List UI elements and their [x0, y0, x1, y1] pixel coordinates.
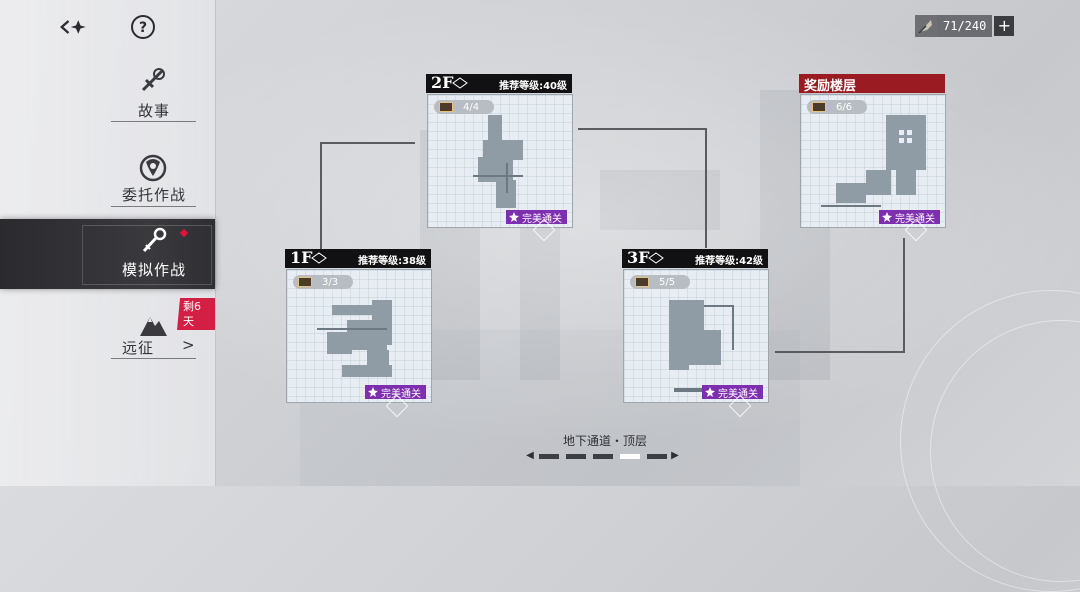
star-emblem-icon	[509, 212, 519, 222]
perfect-clear-label: 完美通关	[381, 388, 421, 400]
floor-card-1f[interactable]: 1F 推荐等级:38级 3/3 完美通关	[285, 248, 432, 405]
sidebar-item-label: 模拟作战	[121, 261, 186, 279]
perfect-clear-badge: 完美通关	[365, 385, 426, 400]
page-dot[interactable]	[538, 453, 559, 459]
perfect-clear-label: 完美通关	[895, 213, 935, 225]
sidebar-item-label: 故事	[137, 102, 170, 120]
diamond-deco-icon	[311, 252, 327, 264]
floor-card-3f[interactable]: 3F 推荐等级:42级 5/5 完美通关	[622, 248, 769, 405]
floor-header: 1F 推荐等级:38级	[285, 248, 431, 268]
progress-pill: 4/4	[434, 100, 494, 114]
diamond-deco-icon	[648, 252, 664, 264]
floor-map: 5/5 完美通关	[623, 269, 769, 403]
star-emblem-icon	[368, 387, 378, 397]
sidebar-item-simulation[interactable]: 模拟作战	[0, 219, 215, 289]
page-dot[interactable]	[565, 453, 586, 459]
stamina-counter: 71/240 +	[915, 15, 1015, 37]
chevron-right-icon: >	[182, 336, 195, 354]
page-dot[interactable]	[592, 453, 613, 459]
stamina-feather-icon	[915, 15, 937, 37]
divider	[111, 358, 196, 359]
svg-text:?: ?	[139, 20, 147, 36]
progress-count: 3/3	[322, 276, 339, 288]
active-frame	[82, 225, 212, 285]
floor-header: 2F 推荐等级:40级	[426, 73, 572, 93]
perfect-clear-badge: 完美通关	[879, 210, 940, 225]
add-stamina-button[interactable]: +	[994, 16, 1015, 36]
help-icon[interactable]: ?	[128, 12, 158, 42]
star-emblem-icon	[882, 212, 892, 222]
prev-page-icon[interactable]: ◀	[526, 450, 534, 461]
sidebar-item-story[interactable]: 故事	[0, 58, 215, 128]
chest-icon	[298, 277, 312, 287]
recommended-level: 推荐等级:42级	[695, 256, 763, 267]
floor-id: 3F	[627, 248, 650, 267]
sidebar-item-commission[interactable]: 委托作战	[0, 146, 215, 216]
wrench-icon	[138, 225, 170, 257]
sidebar-item-label: 委托作战	[121, 186, 186, 204]
floor-card-reward[interactable]: 奖励楼层 6/6 完美通关	[799, 74, 946, 230]
page-indicator: ◀ ▶	[525, 450, 680, 462]
chest-icon	[439, 102, 453, 112]
progress-pill: 3/3	[293, 275, 353, 289]
divider	[111, 206, 196, 207]
floor-header: 3F 推荐等级:42级	[622, 248, 768, 268]
recommended-level: 推荐等级:38级	[358, 256, 426, 267]
perfect-clear-label: 完美通关	[718, 388, 758, 400]
floor-map: 3/3 完美通关	[286, 269, 432, 403]
sidebar-item-label: 远征	[121, 339, 154, 357]
time-left-badge: 剩6天	[177, 298, 215, 330]
mountain-icon	[137, 309, 169, 341]
perfect-clear-badge: 完美通关	[702, 385, 763, 400]
floor-map: 4/4 完美通关	[427, 94, 573, 228]
floor-card-2f[interactable]: 2F 推荐等级:40级 4/4 完美通关	[426, 73, 573, 230]
chest-icon	[635, 277, 649, 287]
floor-header: 奖励楼层	[799, 74, 945, 94]
area-name: 地下通道・顶层	[562, 434, 647, 448]
progress-count: 5/5	[659, 276, 676, 288]
sidebar: ? 故事 委托作战	[0, 0, 216, 486]
reward-floor-title: 奖励楼层	[804, 79, 857, 94]
progress-count: 6/6	[836, 101, 853, 113]
floor-id: 2F	[431, 73, 454, 92]
recommended-level: 推荐等级:40级	[499, 81, 567, 92]
divider	[111, 121, 196, 122]
sword-icon	[137, 64, 169, 96]
next-page-icon[interactable]: ▶	[671, 450, 679, 461]
back-icon[interactable]	[58, 12, 88, 42]
sidebar-item-expedition[interactable]: 远征 >	[0, 303, 215, 373]
perfect-clear-badge: 完美通关	[506, 210, 567, 225]
perfect-clear-label: 完美通关	[522, 213, 562, 225]
floor-map: 6/6 完美通关	[800, 94, 946, 228]
page-dot[interactable]	[646, 453, 667, 459]
chest-icon	[812, 102, 826, 112]
floor-id: 1F	[290, 248, 313, 267]
stamina-value: 71/240	[937, 15, 993, 37]
progress-pill: 5/5	[630, 275, 690, 289]
star-emblem-icon	[705, 387, 715, 397]
diamond-deco-icon	[452, 77, 468, 89]
progress-count: 4/4	[463, 101, 480, 113]
emblem-icon	[137, 152, 169, 184]
page-dot-active[interactable]	[619, 453, 640, 459]
progress-pill: 6/6	[807, 100, 867, 114]
